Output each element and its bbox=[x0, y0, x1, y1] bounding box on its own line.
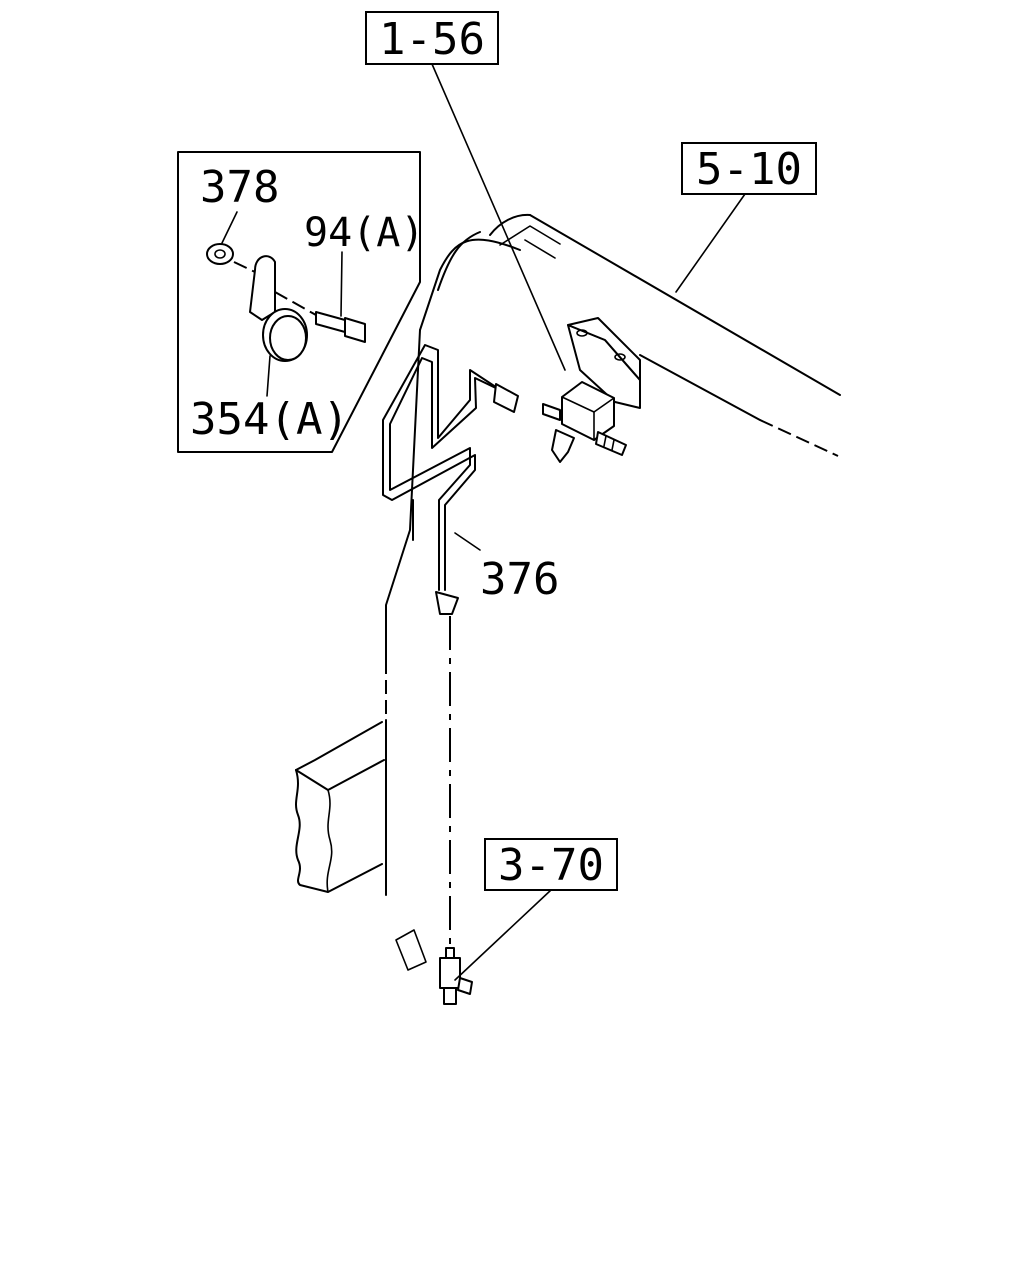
callout-354a: 354(A) bbox=[190, 394, 349, 445]
pipe-376 bbox=[382, 344, 519, 960]
ref-box-5-10[interactable]: 5-10 bbox=[681, 142, 817, 195]
callout-378: 378 bbox=[200, 162, 279, 213]
frame-crossmember bbox=[295, 213, 841, 896]
ref-box-3-70[interactable]: 3-70 bbox=[484, 838, 618, 891]
callout-94a: 94(A) bbox=[304, 210, 424, 256]
solenoid-valve bbox=[542, 317, 641, 463]
ref-label-3-70: 3-70 bbox=[498, 840, 604, 891]
ref-label-5-10: 5-10 bbox=[696, 144, 802, 195]
ref-label-1-56: 1-56 bbox=[379, 14, 485, 65]
tee-fitting bbox=[395, 929, 473, 1005]
leader-lines bbox=[221, 63, 746, 981]
inset-detail bbox=[177, 151, 421, 453]
ref-box-1-56[interactable]: 1-56 bbox=[365, 11, 499, 65]
callout-376: 376 bbox=[480, 554, 559, 605]
